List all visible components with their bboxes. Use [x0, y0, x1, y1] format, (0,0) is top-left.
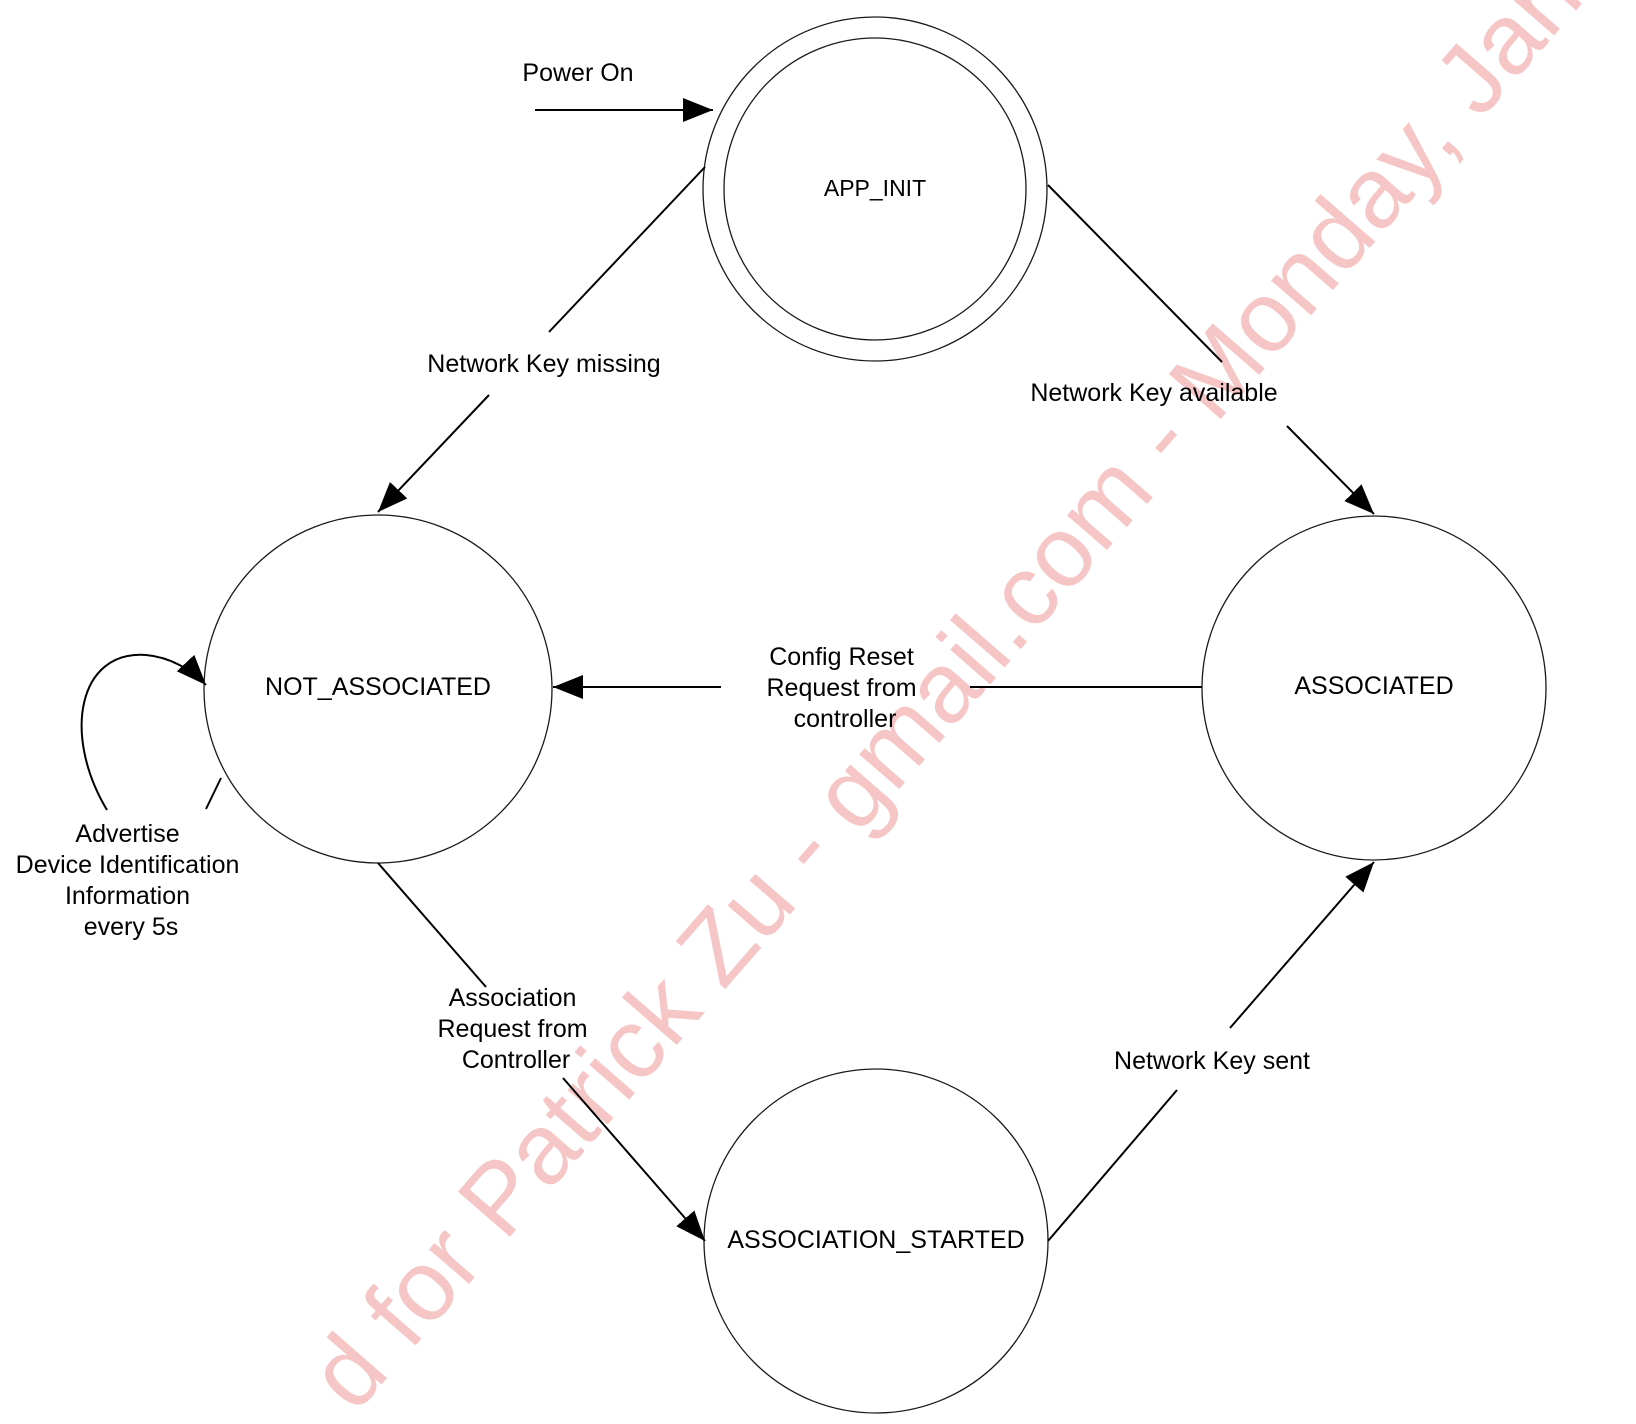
transition-network-key-missing-label: Network Key missing [427, 350, 660, 378]
initial-label: Power On [522, 59, 633, 87]
transition-network-key-missing-label-line: Network Key missing [427, 350, 660, 378]
transition-network-key-sent-arrow [1229, 861, 1375, 1029]
state-app-init-circle [723, 37, 1027, 341]
state-app-init-label: APP_INIT [824, 175, 926, 201]
transition-config-reset-label-line-1: Config Reset [769, 643, 914, 671]
transition-network-key-available: Network Key available [1030, 184, 1375, 515]
transition-association-request-label: Association Request from Controller [437, 984, 594, 1074]
transition-association-request-label-line-1: Association [449, 984, 577, 1012]
transition-association-request: Association Request from Controller [377, 862, 706, 1242]
transition-association-request-line-a [377, 862, 487, 988]
transition-network-key-sent-label: Network Key sent [1114, 1047, 1310, 1075]
transition-network-key-sent: Network Key sent [1047, 861, 1375, 1242]
state-not-associated-label: NOT_ASSOCIATED [265, 673, 491, 701]
transition-network-key-available-label-line: Network Key available [1030, 379, 1277, 407]
transition-association-request-arrow [562, 1077, 706, 1242]
transition-advertise-label: Advertise Device Identification Informat… [16, 820, 247, 941]
transition-advertise-self-loop: Advertise Device Identification Informat… [16, 653, 247, 941]
state-not-associated: NOT_ASSOCIATED [203, 514, 553, 864]
transition-network-key-sent-line-a [1047, 1089, 1178, 1242]
transition-network-key-missing-line-a [548, 166, 706, 333]
transition-advertise-loop-tail [205, 777, 222, 810]
state-association-started-label: ASSOCIATION_STARTED [727, 1226, 1024, 1254]
state-association-started: ASSOCIATION_STARTED [703, 1068, 1049, 1414]
transition-config-reset-label: Config Reset Request from controller [766, 643, 923, 733]
transition-config-reset: Config Reset Request from controller [553, 643, 1202, 733]
transition-advertise-label-line-3: Information [65, 882, 190, 910]
state-associated: ASSOCIATED [1201, 515, 1547, 861]
transition-network-key-missing-arrow [377, 394, 490, 513]
transition-association-request-label-line-2: Request from [437, 1015, 587, 1043]
transition-network-key-missing: Network Key missing [377, 166, 706, 513]
transition-association-request-label-line-3: Controller [462, 1046, 570, 1074]
transition-network-key-available-arrow [1286, 425, 1375, 515]
transition-network-key-sent-label-line: Network Key sent [1114, 1047, 1310, 1075]
transition-network-key-available-label: Network Key available [1030, 379, 1277, 407]
transition-config-reset-label-line-2: Request from [766, 674, 916, 702]
transition-advertise-label-line-1: Advertise [75, 820, 179, 848]
transition-network-key-available-line-a [1047, 184, 1223, 363]
transition-config-reset-label-line-3: controller [794, 705, 897, 733]
state-associated-label: ASSOCIATED [1294, 672, 1453, 700]
transition-advertise-label-line-2: Device Identification [16, 851, 240, 879]
transition-advertise-label-line-4: every 5s [84, 913, 178, 941]
transition-advertise-loop-arc [80, 653, 207, 811]
state-app-init: APP_INIT [702, 16, 1048, 362]
